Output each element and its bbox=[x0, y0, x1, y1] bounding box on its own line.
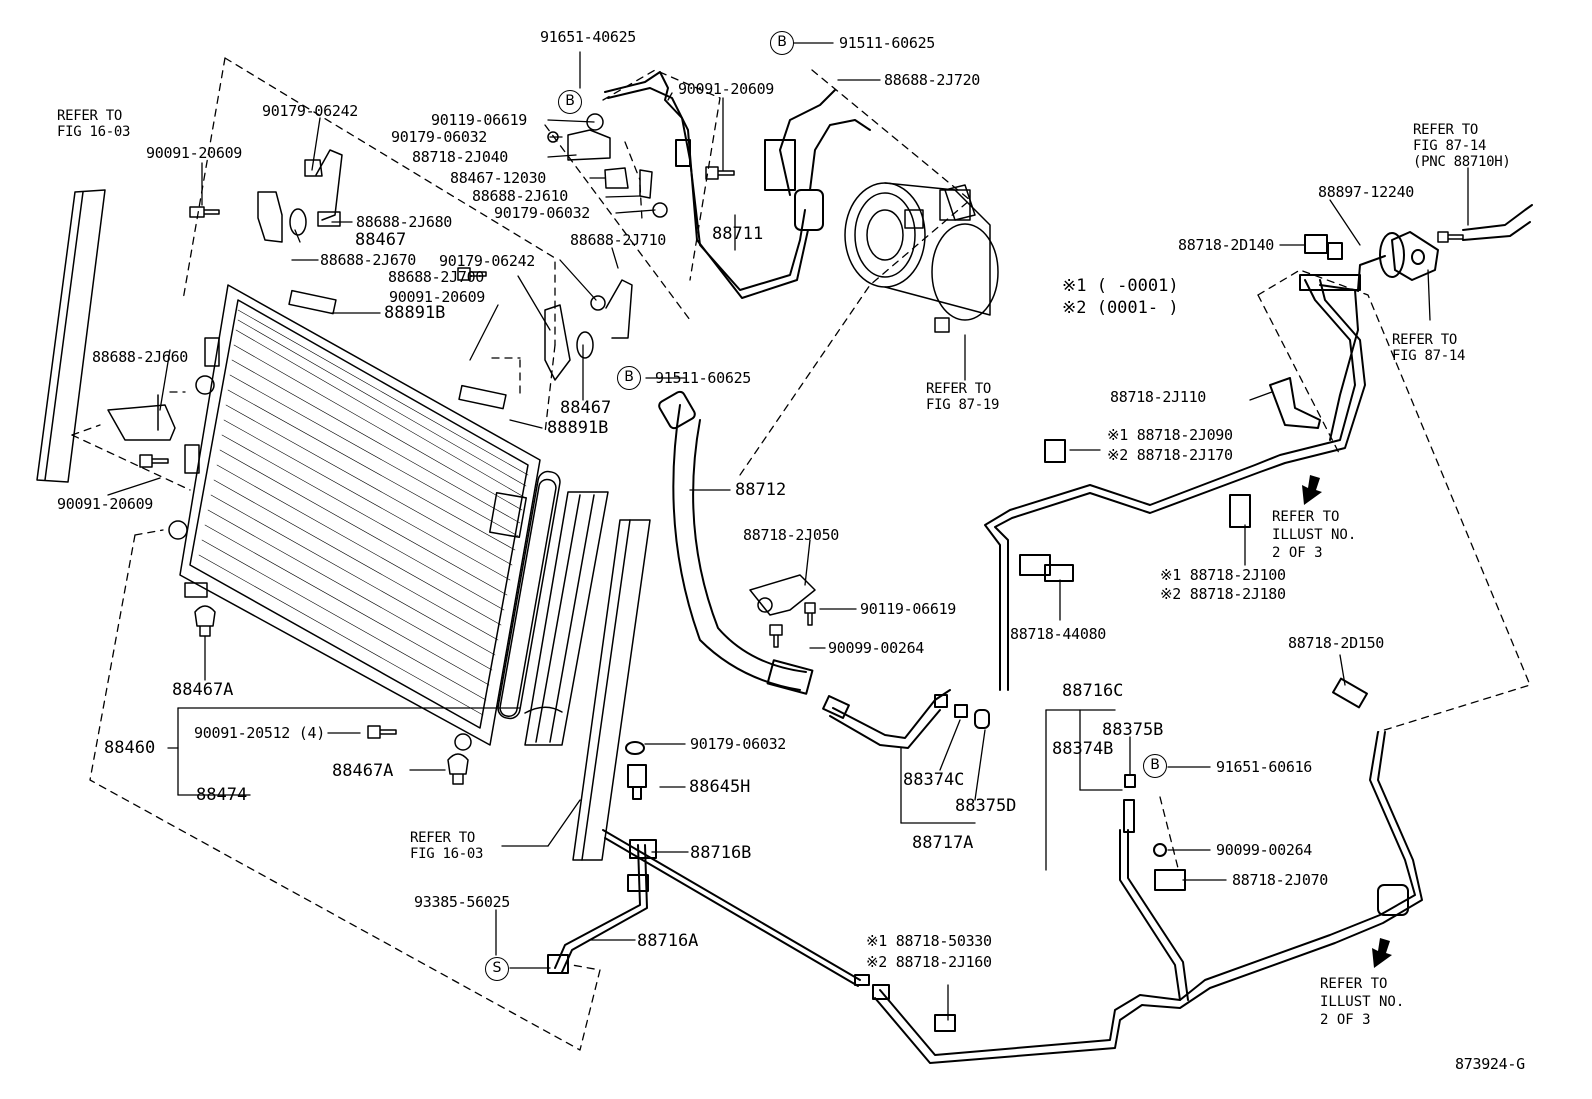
part-label: ※2 88718-2J180 bbox=[1160, 585, 1286, 603]
part-label: 88716B bbox=[690, 843, 752, 863]
part-label: 91651-40625 bbox=[540, 28, 637, 46]
part-label: 88717A bbox=[912, 833, 974, 853]
part-label: 88688-2J680 bbox=[356, 213, 453, 231]
part-label: 90119-06619 bbox=[860, 600, 957, 618]
refer-fig-16-03: REFER TO FIG 16-03 bbox=[410, 830, 484, 862]
compressor bbox=[844, 182, 999, 333]
bolts bbox=[139, 166, 1464, 785]
part-label: 93385-56025 bbox=[414, 893, 511, 911]
part-label: ※1 88718-2J090 bbox=[1107, 426, 1233, 444]
leader-lines bbox=[107, 42, 1469, 1021]
part-label: ※2 88718-2J160 bbox=[866, 953, 992, 971]
condenser-assembly bbox=[168, 284, 561, 751]
badge-b: B bbox=[617, 366, 641, 390]
refrigerant-lines bbox=[547, 71, 1533, 1064]
part-label: 88688-2J660 bbox=[92, 348, 189, 366]
part-label: 88474 bbox=[196, 785, 248, 805]
diagram-id: 873924-G bbox=[1455, 1055, 1525, 1073]
arrow-down-icon bbox=[1302, 475, 1322, 505]
part-label: 91651-60616 bbox=[1216, 758, 1313, 776]
part-label: 90099-00264 bbox=[1216, 841, 1313, 859]
part-label: ※2 88718-2J170 bbox=[1107, 446, 1233, 464]
part-label: 90091-20609 bbox=[389, 288, 486, 306]
part-label: 91511-60625 bbox=[655, 369, 752, 387]
part-label: 88718-44080 bbox=[1010, 625, 1107, 643]
part-label: 90179-06032 bbox=[494, 204, 591, 222]
refer-illust-2-of-3: REFER TO ILLUST NO. 2 OF 3 bbox=[1272, 509, 1357, 561]
badge-b: B bbox=[770, 31, 794, 55]
part-label: 88375B bbox=[1102, 720, 1164, 740]
part-label: 88374C bbox=[903, 770, 965, 790]
part-label: 90179-06242 bbox=[439, 252, 536, 270]
part-label: 90091-20609 bbox=[57, 495, 154, 513]
brackets-hardware bbox=[107, 113, 816, 616]
part-label: ※1 88718-2J100 bbox=[1160, 566, 1286, 584]
part-label: 88467A bbox=[332, 761, 394, 781]
part-label: 88467 bbox=[355, 230, 407, 250]
part-label: 88467-12030 bbox=[450, 169, 547, 187]
part-label: 88460 bbox=[104, 738, 156, 758]
legend-note-2: ※2 (0001- ) bbox=[1062, 298, 1179, 318]
part-label: 90091-20609 bbox=[146, 144, 243, 162]
part-label: 88716A bbox=[637, 931, 699, 951]
part-label: 88891B bbox=[384, 303, 446, 323]
part-label: 88467A bbox=[172, 680, 234, 700]
part-label: 90119-06619 bbox=[431, 111, 528, 129]
badge-s: S bbox=[485, 957, 509, 981]
part-label: 88688-2J720 bbox=[884, 71, 981, 89]
part-label: 90099-00264 bbox=[828, 639, 925, 657]
part-label: 88712 bbox=[735, 480, 787, 500]
part-label: 88718-2J040 bbox=[412, 148, 509, 166]
refer-fig-87-19: REFER TO FIG 87-19 bbox=[926, 381, 1000, 413]
part-label: 88718-2D150 bbox=[1288, 634, 1385, 652]
part-label: 88688-2J700 bbox=[388, 268, 485, 286]
seal-strips bbox=[36, 189, 651, 861]
refer-fig-16-03: REFER TO FIG 16-03 bbox=[57, 108, 131, 140]
part-label: 88716C bbox=[1062, 681, 1124, 701]
part-label: 88375D bbox=[955, 796, 1017, 816]
part-label: 90179-06032 bbox=[391, 128, 488, 146]
part-label: 88891B bbox=[547, 418, 609, 438]
part-label: 88718-2J110 bbox=[1110, 388, 1207, 406]
part-label: 88688-2J670 bbox=[320, 251, 417, 269]
part-label: 88718-2D140 bbox=[1178, 236, 1275, 254]
part-label: 90091-20512 (4) bbox=[194, 724, 325, 742]
part-label: 88688-2J710 bbox=[570, 231, 667, 249]
part-label: 88897-12240 bbox=[1318, 183, 1415, 201]
refer-illust-2-of-3: REFER TO ILLUST NO. 2 OF 3 bbox=[1320, 976, 1405, 1028]
refer-fig-87-14: REFER TO FIG 87-14 bbox=[1392, 332, 1466, 364]
part-label: 88374B bbox=[1052, 739, 1114, 759]
part-label: 91511-60625 bbox=[839, 34, 936, 52]
refer-fig-87-14-pnc: REFER TO FIG 87-14 (PNC 88710H) bbox=[1413, 122, 1511, 170]
badge-b: B bbox=[558, 90, 582, 114]
part-label: 90179-06032 bbox=[690, 735, 787, 753]
part-label: 88467 bbox=[560, 398, 612, 418]
arrow-down-icon bbox=[1372, 938, 1392, 968]
badge-b: B bbox=[1143, 754, 1167, 778]
part-label: 88711 bbox=[712, 224, 764, 244]
part-label: 88645H bbox=[689, 777, 751, 797]
part-label: 88718-2J050 bbox=[743, 526, 840, 544]
part-label: 88718-2J070 bbox=[1232, 871, 1329, 889]
part-label: 90179-06242 bbox=[262, 102, 359, 120]
legend-note-1: ※1 ( -0001) bbox=[1062, 276, 1179, 296]
part-label: 88688-2J610 bbox=[472, 187, 569, 205]
part-label: ※1 88718-50330 bbox=[866, 932, 992, 950]
part-label: 90091-20609 bbox=[678, 80, 775, 98]
